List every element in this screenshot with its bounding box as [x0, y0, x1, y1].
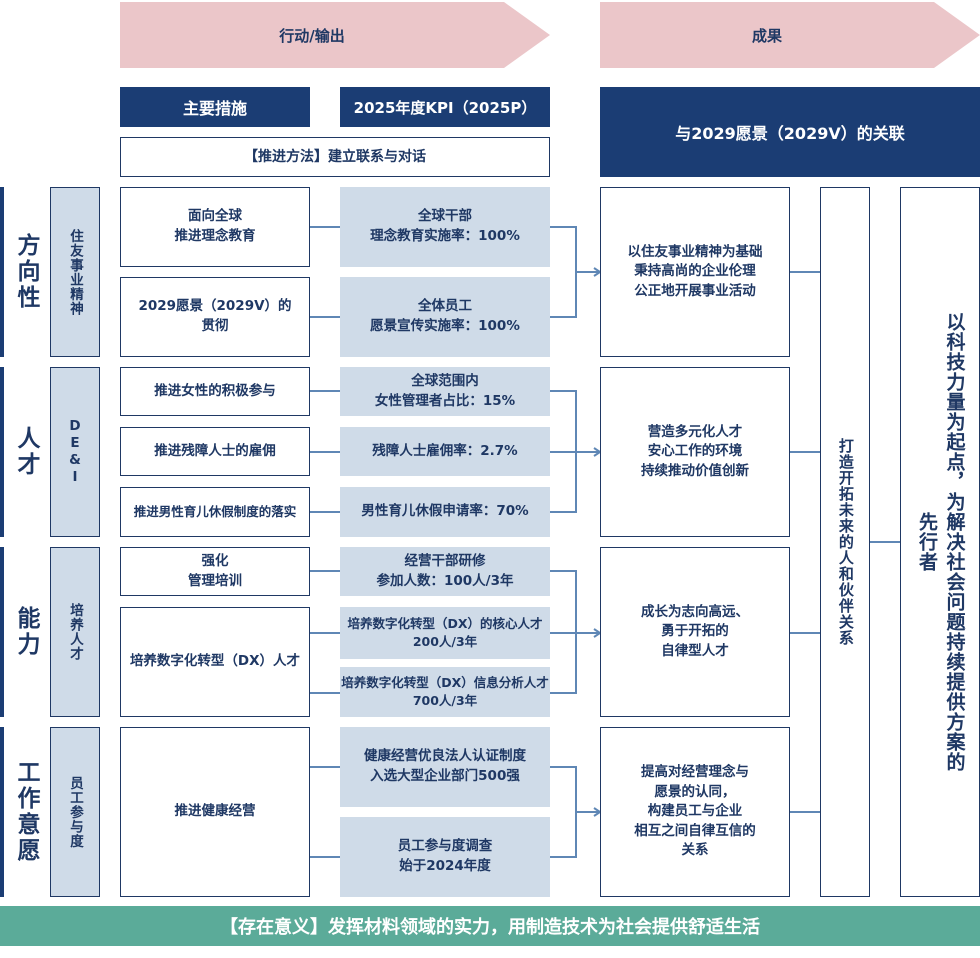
promotion-method-box: 【推进方法】建立联系与对话 [120, 137, 550, 177]
actions-output-arrow: 行动/输出 [120, 2, 550, 68]
pioneer-text: 以科技力量为起点，为解决社会问题持续提供方案的先行者 [916, 312, 966, 772]
kpi-executive-training: 经营干部研修 参加人数：100人/3年 [340, 547, 550, 596]
kpi-women-managers-ratio: 全球范围内 女性管理者占比：15% [340, 367, 550, 416]
row-bar-talent [0, 367, 4, 537]
result-diversity: 营造多元化人才 安心工作的环境 持续推动价值创新 [600, 367, 790, 537]
category-dei: DE&I [50, 367, 100, 537]
category-talent-development: 培养人才 [50, 547, 100, 717]
results-arrow: 成果 [600, 2, 980, 68]
pioneer-box: 以科技力量为起点，为解决社会问题持续提供方案的先行者 [900, 187, 980, 897]
result-mutual-trust: 提高对经营理念与 愿景的认同， 构建员工与企业 相互之间自律互信的 关系 [600, 727, 790, 897]
measure-management-training: 强化 管理培训 [120, 547, 310, 596]
row-label-talent: 人才 [13, 426, 39, 478]
vision-relation-header: 与2029愿景（2029V）的关联 [600, 87, 980, 177]
kpi-philosophy-education-rate: 全球干部 理念教育实施率：100% [340, 187, 550, 267]
kpi-header: 2025年度KPI（2025P） [340, 87, 550, 127]
kpi-engagement-survey: 员工参与度调查 始于2024年度 [340, 817, 550, 897]
category-sumitomo-spirit: 住友事业精神 [50, 187, 100, 357]
kpi-vision-promotion-rate: 全体员工 愿景宣传实施率：100% [340, 277, 550, 357]
kpi-disabled-employment-rate: 残障人士雇佣率：2.7% [340, 427, 550, 476]
measure-dx-talent: 培养数字化转型（DX）人才 [120, 607, 310, 717]
purpose-footer: 【存在意义】发挥材料领域的实力，用制造技术为社会提供舒适生活 [0, 906, 980, 946]
measure-global-philosophy-education: 面向全球 推进理念教育 [120, 187, 310, 267]
row-bar-capability [0, 547, 4, 717]
row-label-capability: 能力 [13, 606, 39, 658]
actions-output-label: 行动/输出 [279, 26, 345, 45]
future-partnership-text: 打造开拓未来的人和伙伴关系 [836, 438, 855, 646]
kpi-paternity-leave-rate: 男性育儿休假申请率：70% [340, 487, 550, 537]
kpi-dx-core-talent: 培养数字化转型（DX）的核心人才 200人/3年 [340, 607, 550, 659]
category-engagement: 员工参与度 [50, 727, 100, 897]
row-bar-motivation [0, 727, 4, 897]
measure-health-management: 推进健康经营 [120, 727, 310, 897]
results-label: 成果 [751, 26, 782, 45]
measure-paternity-leave: 推进男性育儿休假制度的落实 [120, 487, 310, 537]
row-label-direction: 方向性 [13, 233, 39, 311]
main-measures-header: 主要措施 [120, 87, 310, 127]
kpi-dx-analysis-talent: 培养数字化转型（DX）信息分析人才 700人/3年 [340, 667, 550, 717]
measure-vision-implementation: 2029愿景（2029V）的 贯彻 [120, 277, 310, 357]
row-label-motivation: 工作意愿 [13, 760, 39, 864]
result-ethics: 以住友事业精神为基础 秉持高尚的企业伦理 公正地开展事业活动 [600, 187, 790, 357]
kpi-health-certification: 健康经营优良法人认证制度 入选大型企业部门500强 [340, 727, 550, 807]
future-partnership-box: 打造开拓未来的人和伙伴关系 [820, 187, 870, 897]
row-bar-direction [0, 187, 4, 357]
measure-women-participation: 推进女性的积极参与 [120, 367, 310, 416]
measure-disabled-employment: 推进残障人士的雇佣 [120, 427, 310, 476]
result-autonomous-talent: 成长为志向高远、 勇于开拓的 自律型人才 [600, 547, 790, 717]
